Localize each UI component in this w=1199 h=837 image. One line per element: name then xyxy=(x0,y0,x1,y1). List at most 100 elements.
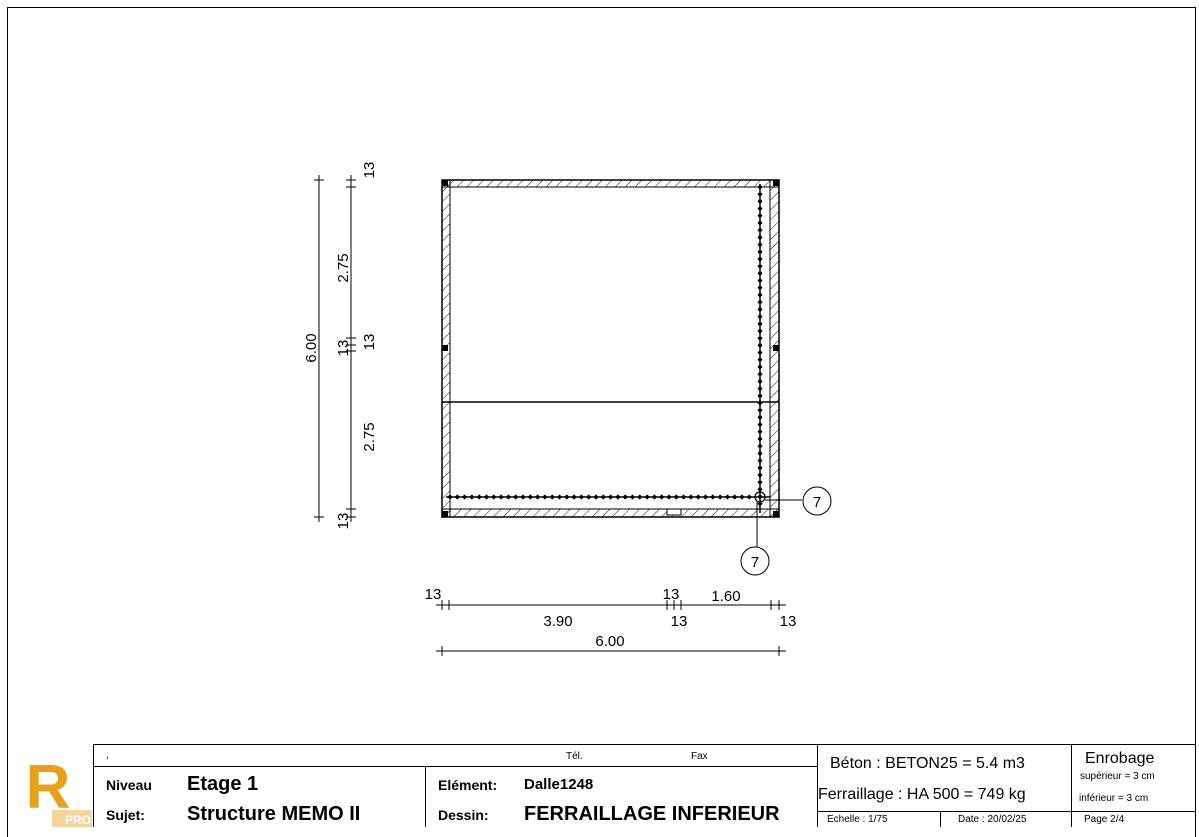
enrobage-title: Enrobage xyxy=(1085,750,1155,767)
enrobage-inf: inférieur = 3 cm xyxy=(1079,793,1149,804)
tb-border-right xyxy=(1195,744,1196,827)
marker-right-label: 7 xyxy=(813,494,821,511)
rebar-tick xyxy=(757,227,763,233)
rebar-tick xyxy=(757,306,763,312)
rebar-tick xyxy=(757,501,763,507)
rebar-tick xyxy=(757,278,763,284)
rebar-tick xyxy=(622,494,628,500)
hdim-span-right: 1.60 xyxy=(711,588,740,605)
rebar-tick xyxy=(571,494,577,500)
rebar-tick xyxy=(757,386,763,392)
rebar-tick xyxy=(757,270,763,276)
rebar-tick xyxy=(520,494,526,500)
tb-footer-line xyxy=(817,811,1196,812)
rebar-tick xyxy=(462,494,468,500)
marker-bottom-label: 7 xyxy=(751,554,759,571)
rebar-tick xyxy=(469,494,475,500)
tb-border-left xyxy=(93,744,94,827)
tel-label: Tél. xyxy=(566,751,583,762)
vdim-mid-gap-left: 13 xyxy=(335,340,352,357)
dessin-value: FERRAILLAGE INFERIEUR xyxy=(524,803,780,825)
rebar-tick xyxy=(600,494,606,500)
rebar-tick xyxy=(757,407,763,413)
rebar-marker-bottom: 7 xyxy=(740,502,770,576)
rebar-tick xyxy=(549,494,555,500)
rebar-tick xyxy=(757,357,763,363)
rebar-tick xyxy=(615,494,621,500)
rebar-tick xyxy=(757,465,763,471)
rebar-tick xyxy=(505,494,511,500)
rebar-tick xyxy=(757,486,763,492)
rebar-tick xyxy=(757,234,763,240)
vdim-total: 6.00 xyxy=(303,333,320,362)
vdim-upper-span: 2.75 xyxy=(335,253,352,282)
niveau-label: Niveau xyxy=(106,777,152,793)
rebar-tick xyxy=(586,494,592,500)
element-value: Dalle1248 xyxy=(524,776,594,793)
rebar-tick xyxy=(564,494,570,500)
rebar-tick xyxy=(651,494,657,500)
rebar-tick xyxy=(757,450,763,456)
rebar-tick xyxy=(757,364,763,370)
echelle-value: Echelle : 1/75 xyxy=(827,814,888,825)
rebar-tick xyxy=(527,494,533,500)
rebar-tick xyxy=(757,184,763,190)
rebar-tick xyxy=(757,350,763,356)
rebar-tick xyxy=(757,422,763,428)
horizontal-dimensions xyxy=(436,600,786,656)
rebar-tick xyxy=(757,429,763,435)
rebar-tick xyxy=(447,494,453,500)
rebar-tick xyxy=(629,494,636,500)
rebar-tick xyxy=(757,472,763,478)
vdim-bottom-gap: 13 xyxy=(335,513,352,530)
tb-dot: , xyxy=(106,750,109,761)
rebar-tick xyxy=(739,494,745,500)
rebar-tick xyxy=(666,494,672,500)
hdim-mid-gap-top: 13 xyxy=(663,586,680,603)
fax-label: Fax xyxy=(691,751,708,762)
hdim-right-gap: 13 xyxy=(780,613,797,630)
vdim-lower-span: 2.75 xyxy=(361,422,378,451)
sheet-frame xyxy=(7,7,1196,837)
rebar-tick xyxy=(673,494,679,500)
tb-col-line-2 xyxy=(817,744,818,827)
rebar-tick xyxy=(688,494,694,500)
rebar-tick xyxy=(454,494,460,500)
enrobage-sup: supérieur = 3 cm xyxy=(1080,771,1155,782)
rebar-tick xyxy=(476,494,482,500)
rebar-tick xyxy=(556,494,563,500)
rebar-tick xyxy=(483,494,490,500)
hdim-mid-gap-bottom: 13 xyxy=(671,613,688,630)
tb-border-top xyxy=(93,744,1196,745)
niveau-value: Etage 1 xyxy=(187,773,259,795)
dessin-label: Dessin: xyxy=(438,807,489,823)
tb-footer-sep xyxy=(940,811,941,827)
vdim-mid-gap-right: 13 xyxy=(361,334,378,351)
rebar-tick xyxy=(757,371,763,377)
rebar-tick xyxy=(757,292,763,298)
rebar-tick xyxy=(757,436,763,442)
rebar-tick xyxy=(757,213,763,219)
rebar-tick xyxy=(757,414,763,420)
rebar-tick xyxy=(498,494,504,500)
rebar-tick xyxy=(757,443,763,449)
rebar-marker-right: 7 xyxy=(765,486,832,516)
rebar-tick xyxy=(757,458,763,464)
rebar-tick xyxy=(491,494,497,500)
vdim-top-gap: 13 xyxy=(361,162,378,179)
rebar-tick xyxy=(757,400,763,406)
rebar-tick xyxy=(542,494,548,500)
rebar-tick xyxy=(717,494,723,500)
rebar-tick xyxy=(710,494,716,500)
rebar-tick xyxy=(702,494,709,500)
rebar-tick xyxy=(757,328,763,334)
hdim-left-gap: 13 xyxy=(425,586,442,603)
rebar-tick xyxy=(757,342,763,348)
rebar-tick xyxy=(757,299,763,305)
beton-value: Béton : BETON25 = 5.4 m3 xyxy=(830,755,1025,772)
rebar-tick xyxy=(746,494,752,500)
rebar-tick xyxy=(757,220,763,226)
rebar-tick xyxy=(608,494,614,500)
